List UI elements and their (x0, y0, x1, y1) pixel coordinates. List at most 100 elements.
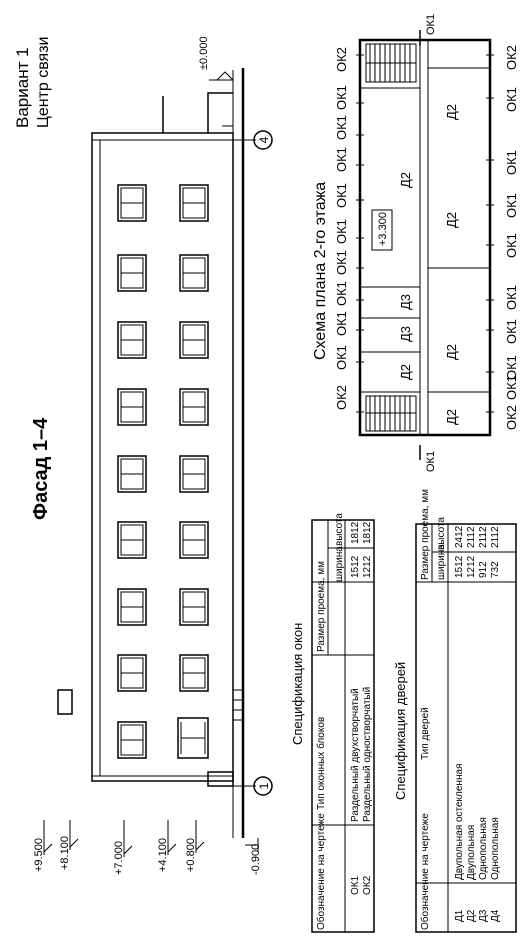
level-minus-0900: -0.900 (250, 844, 262, 875)
window-labels-bottom: ОК2 ОК1 ОК1 ОК1 ОК1 ОК1 ОК1 ОК1 ОК1 ОК2 (504, 45, 519, 430)
svg-text:ширина: ширина (436, 544, 447, 580)
window-labels-top: ОК2 ОК1 ОК1 ОК1 ОК1 ОК1 ОК1 ОК1 ОК1 ОК1 … (334, 47, 349, 410)
svg-text:ОК2: ОК2 (504, 405, 519, 430)
door-spec-table (415, 523, 517, 933)
axis-marker-1 (253, 776, 273, 796)
svg-text:1212: 1212 (466, 555, 477, 578)
entrance-door (177, 717, 209, 759)
svg-text:ОК1: ОК1 (504, 355, 519, 380)
svg-text:Д1: Д1 (454, 909, 465, 922)
svg-text:1812: 1812 (362, 521, 373, 544)
windows-lower (177, 184, 209, 759)
level-marks-left: +9.500 +8.100 +7.000 +4.100 +0.800 -0.90… (33, 820, 262, 875)
stair-block (207, 92, 233, 133)
plan-title: Схема плана 2-го этажа (312, 182, 329, 360)
facade-title: Фасад 1–4 (30, 417, 52, 520)
svg-text:ОК1: ОК1 (334, 85, 349, 110)
svg-text:ОК1: ОК1 (504, 87, 519, 112)
window-spec: Спецификация окон Обозначение на чертеже… (290, 513, 375, 933)
svg-text:Д2: Д2 (444, 344, 459, 360)
svg-text:ОК1: ОК1 (504, 193, 519, 218)
variant-title-group: Вариант 1 Центр связи (13, 37, 52, 129)
svg-text:ОК1: ОК1 (334, 250, 349, 275)
svg-text:ОК1: ОК1 (334, 219, 349, 244)
svg-text:ОК1: ОК1 (334, 183, 349, 208)
svg-text:Обозначение на чертеже: Обозначение на чертеже (419, 813, 431, 930)
windows-upper (117, 184, 147, 759)
facade-wall (91, 132, 234, 782)
svg-text:ОК1: ОК1 (334, 115, 349, 140)
axis-label-1: 1 (257, 782, 271, 789)
svg-text:высота: высота (334, 513, 345, 546)
window-spec-title: Спецификация окон (290, 623, 305, 745)
svg-text:Однопольная: Однопольная (490, 817, 501, 880)
stair-hatch-bottom (365, 395, 417, 432)
svg-text:Однопольная: Однопольная (478, 817, 489, 880)
svg-text:Д2: Д2 (398, 364, 413, 380)
svg-text:2112: 2112 (478, 526, 489, 548)
svg-text:Д2: Д2 (398, 172, 413, 188)
section-mark-top: ОК1 (425, 14, 437, 35)
svg-text:1212: 1212 (362, 555, 373, 578)
svg-text:732: 732 (490, 561, 501, 578)
svg-text:ОК1: ОК1 (504, 375, 519, 400)
svg-text:ОК1: ОК1 (504, 233, 519, 258)
svg-text:ОК2: ОК2 (334, 385, 349, 410)
entrance-steps (233, 689, 243, 721)
svg-text:Двупольная остекленная: Двупольная остекленная (454, 764, 465, 880)
svg-text:912: 912 (478, 561, 489, 578)
svg-text:ОК2: ОК2 (504, 45, 519, 70)
svg-text:Обозначение на чертеже: Обозначение на чертеже (315, 813, 327, 930)
svg-text:1812: 1812 (350, 521, 361, 544)
svg-text:Двупольная: Двупольная (466, 825, 477, 880)
svg-text:Раздельный одностворчатый: Раздельный одностворчатый (362, 687, 373, 822)
variant-title: Вариант 1 (13, 47, 32, 128)
svg-text:ОК1: ОК1 (504, 319, 519, 344)
svg-text:2112: 2112 (490, 526, 501, 548)
level-8100: +8.100 (59, 836, 71, 870)
svg-text:Тип оконных блоков: Тип оконных блоков (315, 717, 327, 810)
svg-text:Тип дверей: Тип дверей (420, 707, 431, 760)
stair-hatch-top (365, 43, 417, 83)
axis-marker-4 (253, 130, 273, 150)
svg-text:Д2: Д2 (444, 104, 459, 120)
porch-canopy (207, 771, 234, 787)
level-9500: +9.500 (33, 838, 45, 872)
door-labels: Д2 Д2 Д3 Д3 Д2 Д2 Д2 Д2 (398, 104, 459, 425)
level-zero: ±0.000 (198, 36, 210, 70)
plan-level: +3.300 (377, 212, 389, 246)
svg-text:ОК1: ОК1 (504, 285, 519, 310)
svg-text:Д3: Д3 (478, 909, 489, 922)
svg-text:ОК2: ОК2 (362, 875, 373, 895)
svg-text:2412: 2412 (454, 525, 465, 548)
svg-text:Д2: Д2 (444, 212, 459, 228)
svg-text:ОК1: ОК1 (334, 311, 349, 336)
axis-label-4: 4 (257, 136, 271, 143)
level-0800: +0.800 (185, 838, 197, 872)
facade-elevation: Фасад 1–4 (30, 36, 273, 875)
svg-text:высота: высота (436, 517, 447, 550)
plan-partitions (360, 67, 490, 393)
svg-text:ОК1: ОК1 (334, 281, 349, 306)
plan-level-box (371, 209, 393, 251)
level-4100: +4.100 (157, 838, 169, 872)
window-spec-table (311, 519, 375, 933)
window-ticks (356, 54, 494, 413)
svg-text:ОК1: ОК1 (504, 150, 519, 175)
variant-subtitle: Центр связи (35, 37, 52, 129)
level-mark-zero (215, 71, 234, 81)
svg-text:ОК2: ОК2 (334, 47, 349, 72)
level-7000: +7.000 (113, 841, 125, 875)
svg-text:ОК1: ОК1 (350, 875, 361, 895)
svg-text:Д2: Д2 (466, 909, 477, 922)
floor-plan: Схема плана 2-го этажа ОК1 ОК1 (312, 14, 519, 472)
door-spec: Спецификация дверей Обозначение на черте… (393, 489, 517, 933)
svg-text:Д3: Д3 (398, 326, 413, 342)
svg-text:Д4: Д4 (490, 909, 501, 922)
svg-text:ширина: ширина (334, 546, 345, 582)
svg-text:ОК1: ОК1 (334, 345, 349, 370)
svg-text:Д2: Д2 (444, 409, 459, 425)
svg-text:2112: 2112 (466, 526, 477, 548)
svg-text:1512: 1512 (350, 555, 361, 578)
